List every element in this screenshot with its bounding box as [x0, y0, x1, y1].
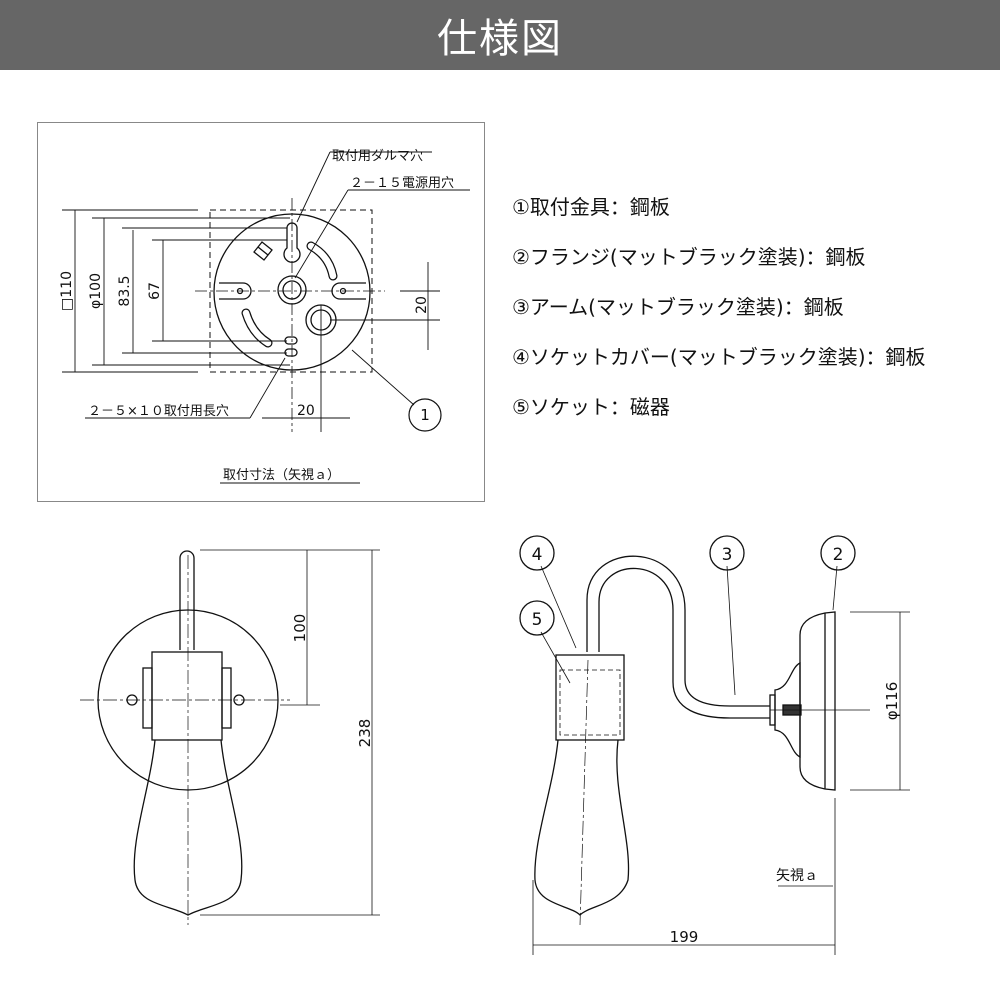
callout-2: 2	[833, 545, 844, 565]
view-arrow-label: 矢視ａ	[776, 868, 818, 884]
spec-item: ①取付金具：鋼板	[512, 195, 670, 219]
dim-199: 199	[670, 928, 699, 946]
callout-4: 4	[532, 545, 543, 565]
dim-square-110: □110	[59, 271, 75, 311]
callout-3: 3	[722, 545, 733, 565]
dim-67: 67	[147, 282, 163, 300]
mounting-plate	[195, 198, 385, 432]
page-title: 仕様図	[437, 16, 563, 62]
mounting-diagram-frame	[37, 122, 485, 502]
power-hole-label: ２－１５電源用穴	[350, 176, 454, 191]
title-bar: 仕様図	[0, 0, 1000, 70]
spec-item: ⑤ソケット：磁器	[512, 395, 670, 419]
mount-dimensions	[62, 151, 470, 484]
front-view-lamp	[80, 549, 380, 925]
dim-116: φ116	[883, 682, 901, 721]
dim-20-h: 20	[297, 403, 315, 419]
long-hole-label: ２－５×１０取付用長穴	[88, 404, 229, 419]
spec-list: ①取付金具：鋼板 ②フランジ(マットブラック塗装)：鋼板 ③アーム(マットブラッ…	[512, 192, 926, 442]
side-view-lamp	[519, 535, 910, 955]
dim-100: 100	[291, 614, 309, 643]
daruma-hole-label: 取付用ダルマ穴	[332, 149, 423, 164]
dim-238: 238	[356, 719, 374, 748]
callout-1: 1	[420, 406, 430, 424]
dim-diameter-100: φ100	[88, 273, 104, 309]
callout-5: 5	[532, 610, 543, 630]
spec-item: ③アーム(マットブラック塗装)：鋼板	[512, 295, 844, 319]
mount-caption: 取付寸法（矢視ａ）	[223, 468, 340, 483]
spec-item: ②フランジ(マットブラック塗装)：鋼板	[512, 245, 866, 269]
dim-20-v: 20	[414, 296, 430, 314]
mount-labels: 取付用ダルマ穴 ２－１５電源用穴 ２－５×１０取付用長穴 取付寸法（矢視ａ） 2…	[59, 149, 454, 483]
spec-item: ④ソケットカバー(マットブラック塗装)：鋼板	[512, 345, 926, 369]
dim-83-5: 83.5	[117, 275, 133, 306]
